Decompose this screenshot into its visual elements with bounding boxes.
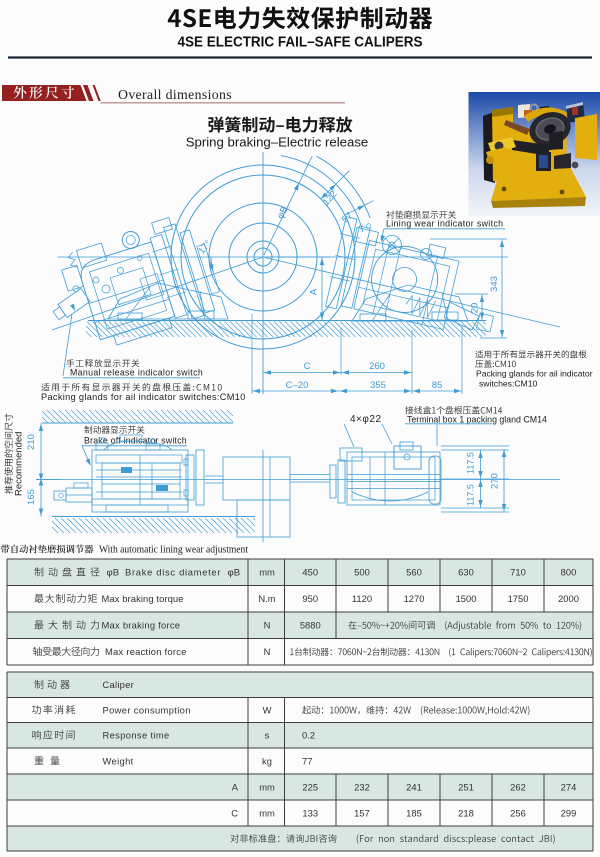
svg-text:630: 630 bbox=[458, 567, 474, 578]
svg-text:Max reaction force: Max reaction force bbox=[105, 646, 187, 657]
svg-text:Caliper: Caliper bbox=[103, 679, 134, 690]
svg-text:1120: 1120 bbox=[352, 593, 372, 604]
svg-text:343: 343 bbox=[489, 276, 500, 292]
svg-text:256: 256 bbox=[510, 807, 526, 818]
svg-text:mm: mm bbox=[259, 567, 275, 578]
svg-text:232: 232 bbox=[354, 781, 370, 792]
svg-text:C–20: C–20 bbox=[286, 380, 309, 391]
svg-text:20: 20 bbox=[470, 303, 481, 314]
svg-text:Packing glands for ail indicat: Packing glands for ail indicator bbox=[476, 369, 593, 379]
svg-text:270: 270 bbox=[490, 473, 501, 489]
svg-text:800: 800 bbox=[561, 567, 577, 578]
svg-text:85: 85 bbox=[432, 380, 443, 391]
svg-text:710: 710 bbox=[510, 567, 526, 578]
svg-text:A: A bbox=[309, 288, 320, 295]
svg-text:Max braking force: Max braking force bbox=[102, 620, 181, 631]
svg-text:77: 77 bbox=[302, 755, 312, 766]
svg-text:Lining wear indicator switch: Lining wear indicator switch bbox=[386, 219, 503, 229]
svg-text:210: 210 bbox=[26, 434, 37, 450]
svg-text:C: C bbox=[231, 807, 238, 818]
svg-text:switches:CM10: switches:CM10 bbox=[479, 378, 537, 388]
svg-text:φB: φB bbox=[107, 568, 120, 579]
svg-text:N: N bbox=[264, 620, 271, 631]
svg-text:950: 950 bbox=[302, 593, 318, 604]
svg-text:s: s bbox=[265, 730, 270, 741]
svg-text:241: 241 bbox=[406, 781, 422, 792]
svg-text:225: 225 bbox=[302, 781, 318, 792]
svg-text:Packing glands for ail indicat: Packing glands for ail indicator switche… bbox=[41, 392, 246, 402]
svg-text:N.m: N.m bbox=[258, 593, 275, 604]
svg-text:Spring braking–Electric releas: Spring braking–Electric release bbox=[186, 135, 369, 150]
svg-text:5880: 5880 bbox=[300, 620, 321, 631]
svg-text:N: N bbox=[264, 646, 271, 657]
svg-text:1750: 1750 bbox=[508, 593, 529, 604]
svg-text:Power consumption: Power consumption bbox=[103, 704, 191, 715]
svg-text:560: 560 bbox=[406, 567, 422, 578]
svg-text:500: 500 bbox=[354, 567, 370, 578]
svg-text:218: 218 bbox=[458, 807, 474, 818]
svg-text:A: A bbox=[232, 781, 239, 792]
svg-text:Brake off indicator switch: Brake off indicator switch bbox=[84, 436, 187, 446]
svg-text:299: 299 bbox=[561, 807, 577, 818]
svg-text:kg: kg bbox=[262, 755, 272, 766]
svg-text:φB: φB bbox=[228, 568, 241, 579]
svg-text:Max braking torque: Max braking torque bbox=[102, 593, 184, 604]
svg-text:2000: 2000 bbox=[558, 593, 579, 604]
svg-text:1270: 1270 bbox=[404, 593, 425, 604]
svg-text:W: W bbox=[263, 704, 272, 715]
svg-text:Response time: Response time bbox=[103, 730, 170, 741]
svg-text:450: 450 bbox=[302, 567, 318, 578]
svg-text:φB: φB bbox=[275, 205, 291, 221]
svg-text:4SE ELECTRIC FAIL–SAFE CALIPER: 4SE ELECTRIC FAIL–SAFE CALIPERS bbox=[178, 35, 423, 51]
svg-text:355: 355 bbox=[370, 380, 386, 391]
svg-text:Brake disc diameter: Brake disc diameter bbox=[125, 567, 221, 578]
svg-text:1500: 1500 bbox=[456, 593, 477, 604]
svg-text:0.2: 0.2 bbox=[302, 730, 315, 741]
svg-text:Manual release indicalor switc: Manual release indicalor switch bbox=[70, 368, 203, 378]
svg-text:With automatic lining wear adj: With automatic lining wear adjustment bbox=[99, 545, 248, 556]
svg-text:Terminal box 1 packing gland C: Terminal box 1 packing gland CM14 bbox=[407, 415, 547, 425]
svg-text:Weight: Weight bbox=[103, 755, 134, 766]
svg-text:157: 157 bbox=[354, 807, 370, 818]
svg-text:4×φ22: 4×φ22 bbox=[350, 414, 382, 425]
svg-text:mm: mm bbox=[259, 781, 275, 792]
svg-text:165: 165 bbox=[26, 489, 37, 505]
svg-text:251: 251 bbox=[458, 781, 474, 792]
svg-text:262: 262 bbox=[510, 781, 526, 792]
svg-text:260: 260 bbox=[369, 361, 385, 372]
svg-text:Overall dimensions: Overall dimensions bbox=[118, 87, 232, 102]
svg-text:Recommended: Recommended bbox=[14, 432, 25, 496]
svg-text:C: C bbox=[304, 361, 311, 372]
svg-text:274: 274 bbox=[561, 781, 577, 792]
svg-text:mm: mm bbox=[259, 807, 275, 818]
svg-text:117.5: 117.5 bbox=[466, 452, 476, 474]
svg-text:117.5: 117.5 bbox=[466, 484, 476, 506]
svg-text:185: 185 bbox=[406, 807, 422, 818]
svg-text:133: 133 bbox=[302, 807, 318, 818]
